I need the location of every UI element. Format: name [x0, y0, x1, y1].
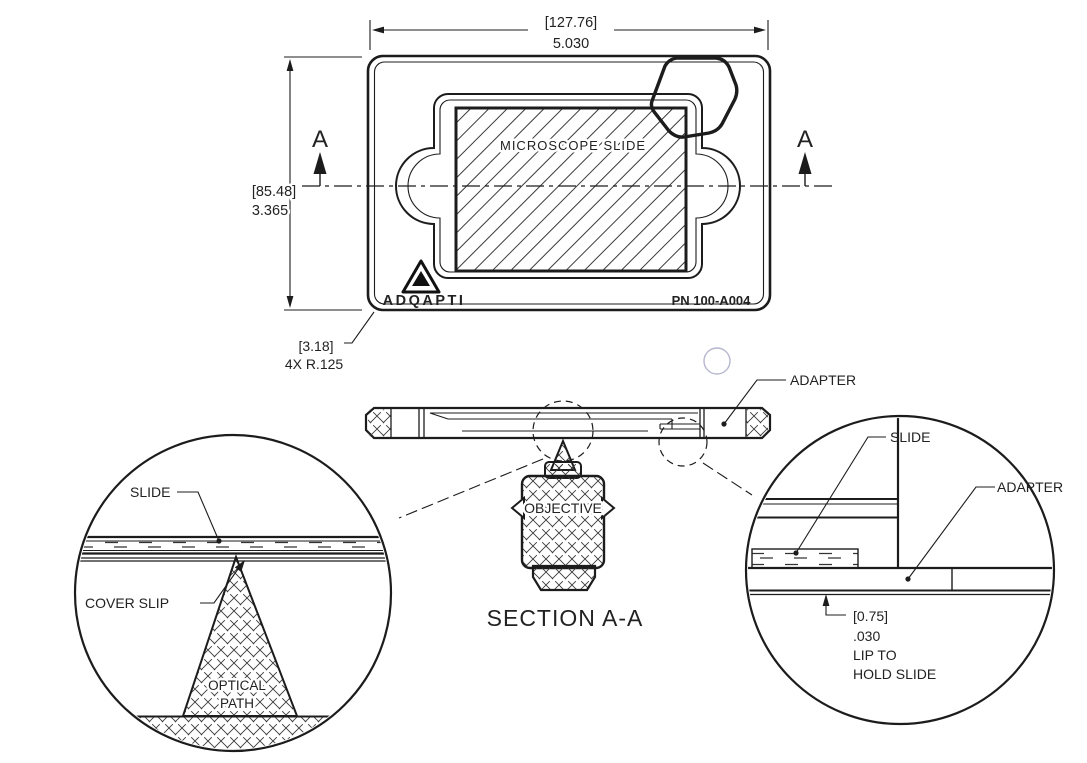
slide-pocket-outer	[395, 93, 741, 279]
width-metric: [127.76]	[545, 15, 597, 31]
leader-dot	[793, 550, 799, 556]
detail-circle-callout-right	[658, 417, 708, 467]
adapter-callout-right: ADAPTER	[905, 479, 1063, 582]
section-arrow-icon	[798, 152, 812, 174]
section-end-cut-left	[368, 409, 391, 437]
detail-circle-callout-center	[532, 400, 594, 462]
detail-connector-right	[702, 462, 753, 496]
adapter-label: ADAPTER	[790, 372, 856, 388]
section-letter: A	[797, 126, 813, 153]
part-number: PN 100-A004	[672, 293, 752, 308]
lip-metric: [0.75]	[853, 608, 888, 624]
detail-connector-left	[398, 458, 544, 519]
optical-path-label-1: OPTICAL	[208, 678, 266, 693]
leader-dot	[216, 538, 222, 544]
section-marker-right: A	[797, 126, 813, 186]
top-view: MICROSCOPE SLIDE A A [127.76] 5.030	[249, 13, 833, 372]
faint-annotation-circle	[703, 347, 731, 375]
section-title: SECTION A-A	[487, 605, 644, 631]
optical-path-label-2: PATH	[220, 696, 254, 711]
corner-radius-callout: [3.18] 4X R.125	[285, 311, 375, 372]
width-dimension: [127.76] 5.030	[369, 13, 769, 55]
slide-label: SLIDE	[130, 484, 170, 500]
objective-grip-left	[510, 495, 525, 521]
height-inch: 3.365	[252, 203, 288, 219]
leader-arrow-icon	[234, 560, 245, 572]
lip-note-1: LIP TO	[853, 647, 897, 663]
objective: OBJECTIVE	[510, 438, 616, 592]
adapter-label: ADAPTER	[997, 479, 1063, 495]
leader-dot	[905, 576, 911, 582]
logo-triangle-icon	[401, 259, 441, 294]
detail-circle-right	[744, 414, 1056, 726]
adapter-inner-edge	[373, 61, 765, 305]
section-view: ADAPTER OBJECTIVE SECTION A-A	[364, 347, 856, 631]
dim-arrow-icon	[372, 26, 384, 34]
slide-on-lip	[751, 548, 859, 569]
brand-logo: ADQAPTI	[383, 259, 466, 309]
dim-arrow-icon	[286, 296, 294, 308]
microscope-slide-label: MICROSCOPE SLIDE	[500, 138, 646, 153]
slide-callout-right: SLIDE	[793, 429, 930, 556]
detail-circle-left	[73, 433, 393, 753]
height-metric: [85.48]	[252, 184, 296, 200]
cover-slip-label: COVER SLIP	[85, 595, 169, 611]
slide-label: SLIDE	[890, 429, 930, 445]
lip-note-2: HOLD SLIDE	[853, 666, 936, 682]
detail-view-right: SLIDE ADAPTER [0.75] .030 LIP TO HOLD SL…	[744, 414, 1063, 726]
detail-view-left: OPTICAL PATH SLIDE COVER SLIP	[73, 433, 393, 753]
radius-metric: [3.18]	[298, 338, 333, 354]
brand-name: ADQAPTI	[383, 293, 466, 309]
section-slide-recess	[429, 412, 700, 432]
objective-label: OBJECTIVE	[524, 500, 602, 516]
section-letter: A	[312, 126, 328, 153]
objective-grip-right	[601, 495, 616, 521]
microscope-slide	[454, 106, 688, 273]
section-end-cut-right	[746, 409, 768, 437]
width-inch: 5.030	[553, 36, 589, 52]
section-marker-left: A	[312, 126, 328, 186]
section-arrow-icon	[313, 152, 327, 174]
lip-inch: .030	[853, 628, 880, 644]
dim-arrow-icon	[286, 59, 294, 71]
radius-note: 4X R.125	[285, 356, 344, 372]
objective-body	[520, 474, 606, 570]
slide-callout-left: SLIDE	[130, 484, 222, 544]
adapter-outer-edge	[366, 54, 772, 312]
dim-arrow-icon	[822, 594, 830, 606]
leader-dot	[721, 421, 727, 427]
objective-foot	[531, 564, 597, 592]
section-walls	[390, 408, 747, 438]
adapter-callout: ADAPTER	[721, 372, 856, 427]
dim-arrow-icon	[754, 26, 766, 34]
logo-triangle-inner-icon	[412, 271, 430, 286]
lip-dimension: [0.75] .030 LIP TO HOLD SLIDE	[822, 594, 936, 682]
thumb-cutout	[649, 56, 739, 139]
height-dimension: [85.48] 3.365	[249, 56, 362, 311]
cover-slip-callout: COVER SLIP	[85, 560, 245, 611]
slide-glass	[77, 541, 389, 550]
